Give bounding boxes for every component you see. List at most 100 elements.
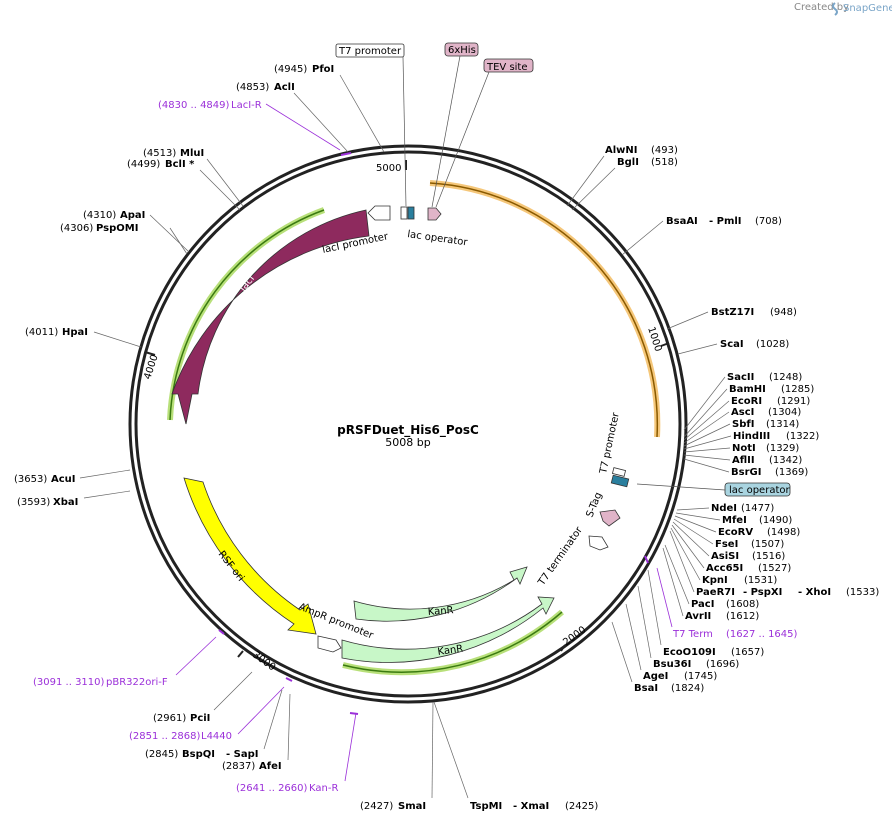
site-pos: (1531) <box>744 575 777 586</box>
plasmid-name: pRSFDuet_His6_PosC <box>337 423 479 438</box>
site-pos: (4499) <box>127 159 160 170</box>
primer-name: T7 Term <box>672 629 713 640</box>
site-name: TspMI <box>470 801 502 812</box>
primer-mark <box>349 712 359 715</box>
site-name-2: - PspXI <box>743 587 782 598</box>
site-name: AsiSI <box>711 551 739 562</box>
site-name: ApaI <box>120 210 145 221</box>
site-name: EcoRI <box>731 396 762 407</box>
site-name: BstZ17I <box>711 307 754 318</box>
site-pos: (3653) <box>14 474 47 485</box>
site-name: MluI <box>180 148 204 159</box>
site-name: HpaI <box>62 327 88 338</box>
site-name: BspQI <box>182 749 215 760</box>
t7-promoter-top-label: T7 promoter <box>338 46 402 57</box>
leader-line <box>671 524 705 569</box>
leader-line <box>683 423 731 447</box>
leader-line <box>263 689 283 750</box>
rsf-ori-feature <box>183 477 317 635</box>
site-name: BamHI <box>729 384 766 395</box>
laci-green-line <box>169 209 325 421</box>
kanr-feature-1 <box>353 566 528 622</box>
lac-operator-right-label: lac operator <box>729 485 790 496</box>
site-name: PciI <box>190 713 210 724</box>
leader-line <box>683 458 730 473</box>
site-name: BsrGI <box>731 467 761 478</box>
site-name: BglI <box>617 157 639 168</box>
primer-name: L4440 <box>201 731 232 742</box>
site-pos: (1490) <box>759 515 792 526</box>
primer-pos: (2851 .. 2868) <box>129 731 201 742</box>
primer-name: pBR322ori-F <box>106 677 168 688</box>
site-name: SbfI <box>732 419 754 430</box>
site-pos: (4853) <box>236 82 269 93</box>
leader-line <box>683 435 732 450</box>
site-pos: (1608) <box>726 599 759 610</box>
site-name: AvrII <box>685 611 711 622</box>
backbone-outer <box>128 144 688 704</box>
site-name: XbaI <box>53 497 78 508</box>
site-name: EcoO109I <box>663 647 716 658</box>
site-pos: (1824) <box>671 683 704 694</box>
leader-line <box>683 376 726 431</box>
his6-leader <box>431 55 461 208</box>
leader-line <box>339 74 385 153</box>
primer-leader <box>237 686 285 735</box>
leader-line <box>669 530 695 593</box>
leader-line <box>664 544 690 605</box>
site-name: Bsu36I <box>653 659 691 670</box>
leader-line <box>206 158 244 207</box>
t7-orange-line <box>429 182 659 438</box>
primer-mark <box>218 629 225 635</box>
leader-line <box>683 411 730 444</box>
plasmid-length: 5008 bp <box>385 436 430 449</box>
leader-line <box>93 331 142 348</box>
primer-mark <box>285 677 293 682</box>
site-pos: (1314) <box>766 419 799 430</box>
watermark-created-by: Created by <box>794 2 849 13</box>
site-name: NotI <box>732 443 756 454</box>
site-name: BsaI <box>634 683 658 694</box>
site-pos: (1369) <box>775 467 808 478</box>
laci-feature <box>171 209 370 425</box>
site-pos: (1507) <box>751 539 784 550</box>
tev-site-box <box>483 58 534 73</box>
leader-line <box>666 311 709 330</box>
site-pos: (3593) <box>17 497 50 508</box>
tick-1000 <box>660 342 670 347</box>
primer-pos: (1627 .. 1645) <box>726 629 798 640</box>
site-pos: (1533) <box>846 587 879 598</box>
kanr-feature-2 <box>341 596 555 663</box>
lac-operator-right-box <box>724 482 791 497</box>
t7-terminator-label: T7 terminator <box>536 524 586 588</box>
site-pos: (1028) <box>756 339 789 350</box>
site-name: FseI <box>715 539 738 550</box>
site-name: PacI <box>691 599 714 610</box>
site-pos: (2845) <box>145 749 178 760</box>
t7-promoter-top-feature <box>400 206 408 220</box>
leader-line <box>683 400 730 441</box>
leader-line <box>683 454 731 461</box>
primer-pos: (2641 .. 2660) <box>236 783 308 794</box>
kanr-label-2: KanR <box>437 643 464 657</box>
site-pos: (1516) <box>752 551 785 562</box>
site-pos: (1527) <box>758 563 791 574</box>
site-pos: (1248) <box>769 372 802 383</box>
site-name: SacII <box>727 372 754 383</box>
site-pos: (493) <box>651 145 678 156</box>
site-pos: (4513) <box>143 148 176 159</box>
leader-line <box>287 693 291 761</box>
site-pos: (1696) <box>706 659 739 670</box>
t7-promoter-right-feature <box>611 467 627 477</box>
lac-operator-top-feature <box>407 206 415 220</box>
tev-site-leader <box>435 71 490 208</box>
tev-site-label: TEV site <box>486 62 528 73</box>
snapgene-logo-icon <box>832 2 838 16</box>
site-name: AscI <box>731 407 754 418</box>
site-pos: (1291) <box>777 396 810 407</box>
leader-line <box>625 603 642 671</box>
t7-orange-band <box>429 180 661 438</box>
site-pos: (4945) <box>274 64 307 75</box>
t7-promoter-right-label: T7 promoter <box>598 411 622 476</box>
site-name: HindIII <box>733 431 770 442</box>
